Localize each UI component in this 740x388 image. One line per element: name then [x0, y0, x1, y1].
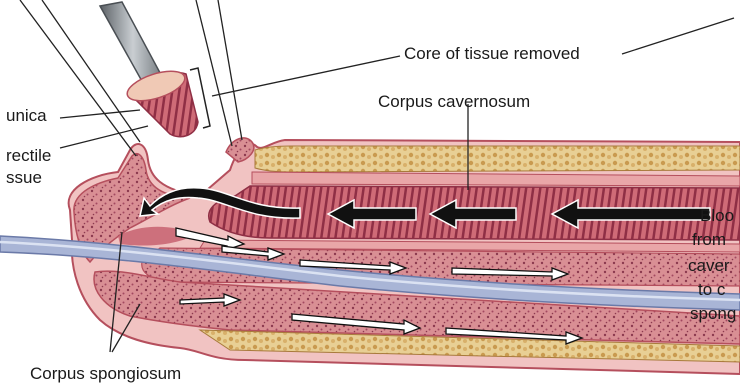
label-blood-line1: Bloo — [700, 206, 734, 226]
label-tunica: unica — [6, 106, 47, 126]
label-blood-line2: from — [692, 230, 726, 250]
upper-fat-band — [255, 146, 740, 172]
label-blood-line5: spong — [690, 304, 736, 324]
label-erectile-line2: ssue — [6, 168, 42, 188]
label-corpus-spongiosum: Corpus spongiosum — [30, 364, 181, 384]
label-blood-line4: to c — [698, 280, 725, 300]
tissue-core — [124, 65, 198, 136]
label-corpus-cavernosum: Corpus cavernosum — [378, 92, 530, 112]
label-core-of-tissue-removed: Core of tissue removed — [404, 44, 580, 64]
label-erectile-line1: rectile — [6, 146, 51, 166]
label-blood-line3: caver — [688, 256, 730, 276]
